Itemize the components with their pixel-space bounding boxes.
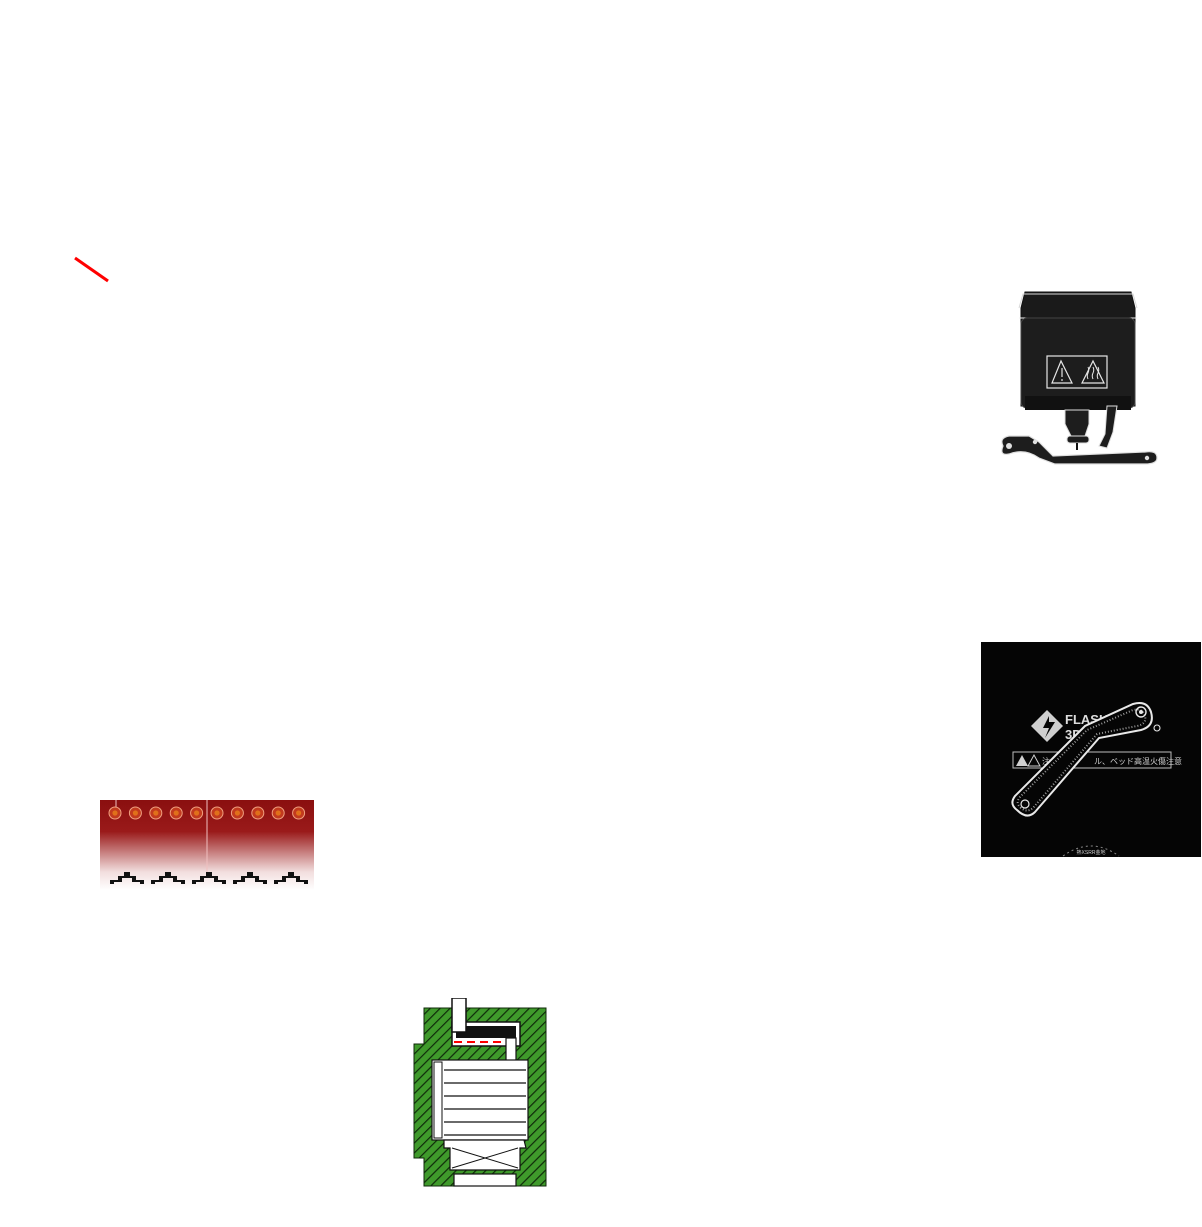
heater-step-mark (151, 872, 185, 884)
warning-triangle-icon (1051, 359, 1073, 384)
nozzle-heater-illustration (995, 288, 1161, 468)
nozzle-cross-section-illustration (410, 998, 550, 1188)
heater-step-mark (233, 872, 267, 884)
flashforge-logo-icon (1031, 710, 1063, 742)
heater-step-mark (192, 872, 226, 884)
heater-step-mark (110, 872, 144, 884)
build-plate-illustration: FLASHFOR 3D 注 ル、ベッド高温火傷注意 熱XSRR金地 (981, 642, 1201, 857)
warning-prefix: 注 (1042, 756, 1050, 766)
bottom-caption: 熱XSRR金地 (1077, 849, 1106, 856)
hot-surface-icon (1027, 753, 1041, 767)
hot-surface-icon (1081, 359, 1105, 384)
red-annotation-line (74, 256, 109, 283)
heater-strip-illustration (100, 800, 314, 890)
warning-triangle-icon (1016, 755, 1028, 766)
heater-step-mark (274, 872, 308, 884)
warning-text: ル、ベッド高温火傷注意 (1094, 756, 1182, 766)
